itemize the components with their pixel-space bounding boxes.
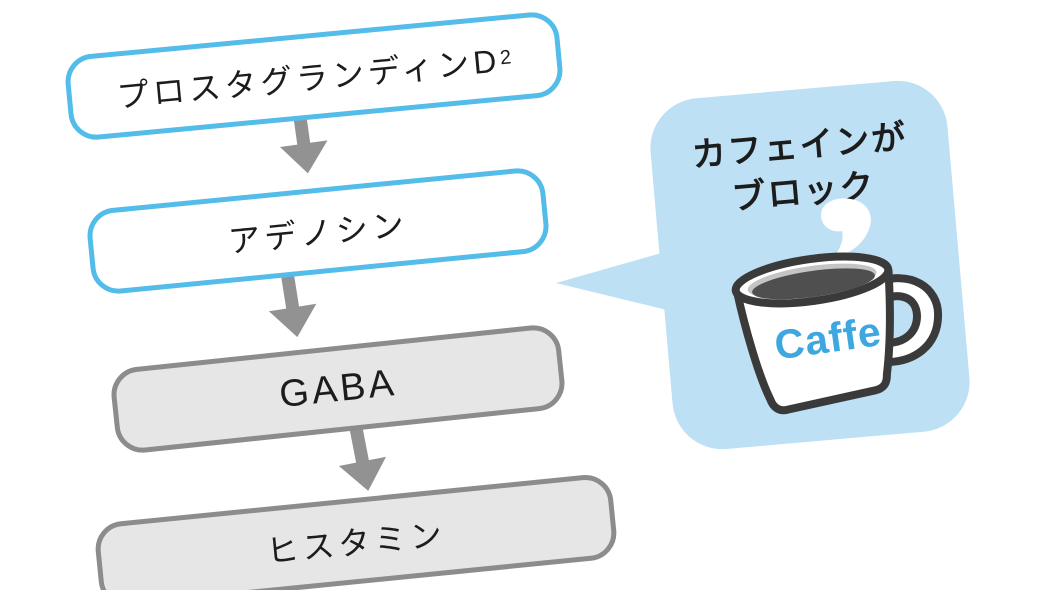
flow-box-histamine: ヒスタミン (93, 472, 619, 590)
box-label: ヒスタミン (264, 516, 448, 570)
box-label: アデノシン (226, 206, 410, 260)
flow-box-gaba: GABA (108, 322, 568, 456)
steam-icon (821, 198, 871, 258)
coffee-mug-icon: Caffe (731, 198, 943, 415)
box-label: プロスタグランディンD (115, 42, 502, 115)
box-label-subscript: 2 (498, 45, 513, 69)
flow-box-adenosine: アデノシン (84, 165, 552, 297)
down-arrow-icon (338, 426, 387, 491)
down-arrow-icon (268, 270, 317, 338)
box-label: GABA (277, 361, 399, 416)
coffee-surface (752, 268, 875, 300)
